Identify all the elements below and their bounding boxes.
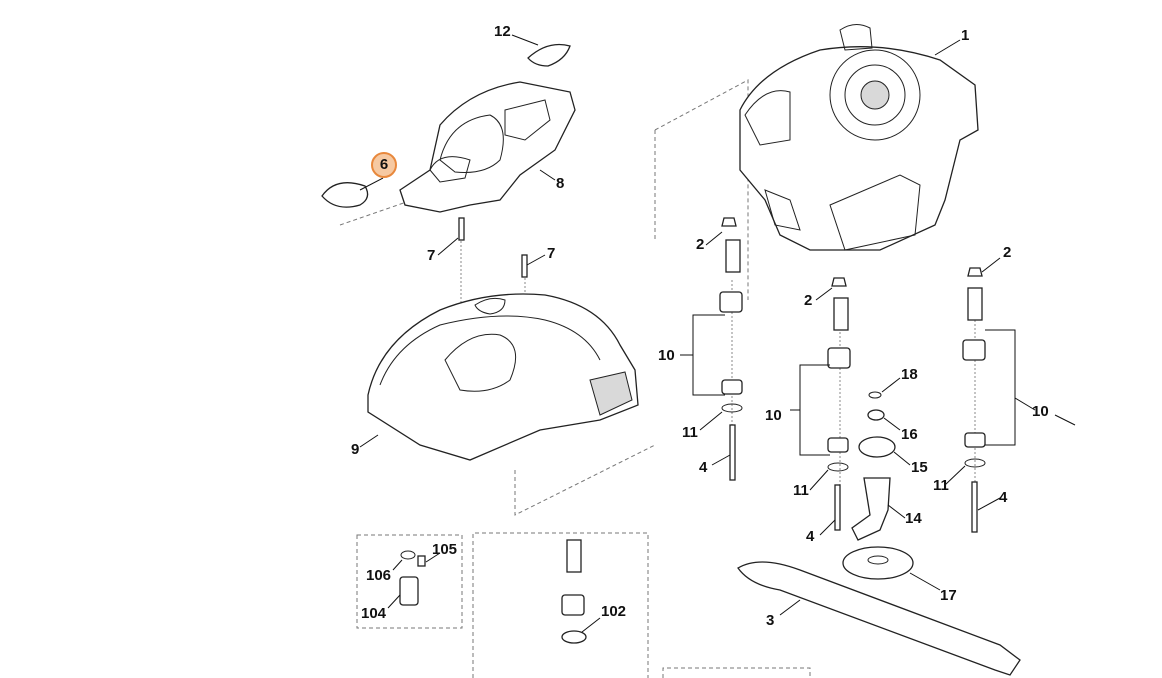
callout-102[interactable]: 102: [601, 603, 627, 620]
part-3-blade[interactable]: [737, 561, 1021, 676]
part-6-cap[interactable]: [321, 182, 369, 208]
callout-8[interactable]: 8: [556, 175, 565, 192]
callout-2-middle[interactable]: 2: [804, 292, 813, 309]
callout-4-middle[interactable]: 4: [806, 528, 815, 545]
callout-10-right[interactable]: 10: [1032, 403, 1049, 420]
part-7-screws[interactable]: [458, 217, 528, 278]
callout-12[interactable]: 12: [494, 23, 511, 40]
callout-10-middle[interactable]: 10: [765, 407, 782, 424]
callout-106[interactable]: 106: [366, 567, 392, 584]
kit-102[interactable]: [561, 539, 587, 644]
part-8-top-cover[interactable]: [399, 81, 576, 213]
callout-104[interactable]: 104: [361, 605, 387, 622]
callout-4-right[interactable]: 4: [999, 489, 1008, 506]
callout-6-highlighted[interactable]: 6: [371, 152, 397, 178]
callout-2-left[interactable]: 2: [696, 236, 705, 253]
callout-7-right[interactable]: 7: [547, 245, 556, 262]
blade-hub-parts[interactable]: [842, 391, 914, 580]
left-bushing-stack[interactable]: [719, 217, 743, 481]
callout-105[interactable]: 105: [432, 541, 458, 558]
callout-11-left[interactable]: 11: [682, 424, 698, 441]
callout-3[interactable]: 3: [766, 612, 775, 629]
callout-4-left[interactable]: 4: [699, 459, 708, 476]
kit-104-105-106[interactable]: [399, 550, 426, 606]
callout-16[interactable]: 16: [901, 426, 918, 443]
callout-17[interactable]: 17: [940, 587, 957, 604]
leader-lines: [359, 34, 1076, 633]
callout-2-right[interactable]: 2: [1003, 244, 1012, 261]
part-9-housing[interactable]: [367, 293, 639, 461]
callout-11-middle[interactable]: 11: [793, 482, 809, 499]
callout-11-right[interactable]: 11: [933, 477, 949, 494]
right-bushing-stack[interactable]: [962, 267, 986, 533]
callout-10-left[interactable]: 10: [658, 347, 675, 364]
callout-18[interactable]: 18: [901, 366, 918, 383]
part-1-engine[interactable]: [739, 24, 979, 251]
middle-bushing-stack[interactable]: [827, 277, 851, 531]
callout-9[interactable]: 9: [351, 441, 360, 458]
part-12-cap[interactable]: [527, 43, 571, 67]
callout-14[interactable]: 14: [905, 510, 922, 527]
callout-7-left[interactable]: 7: [427, 247, 436, 264]
callout-15[interactable]: 15: [911, 459, 928, 476]
callout-1[interactable]: 1: [961, 27, 970, 44]
